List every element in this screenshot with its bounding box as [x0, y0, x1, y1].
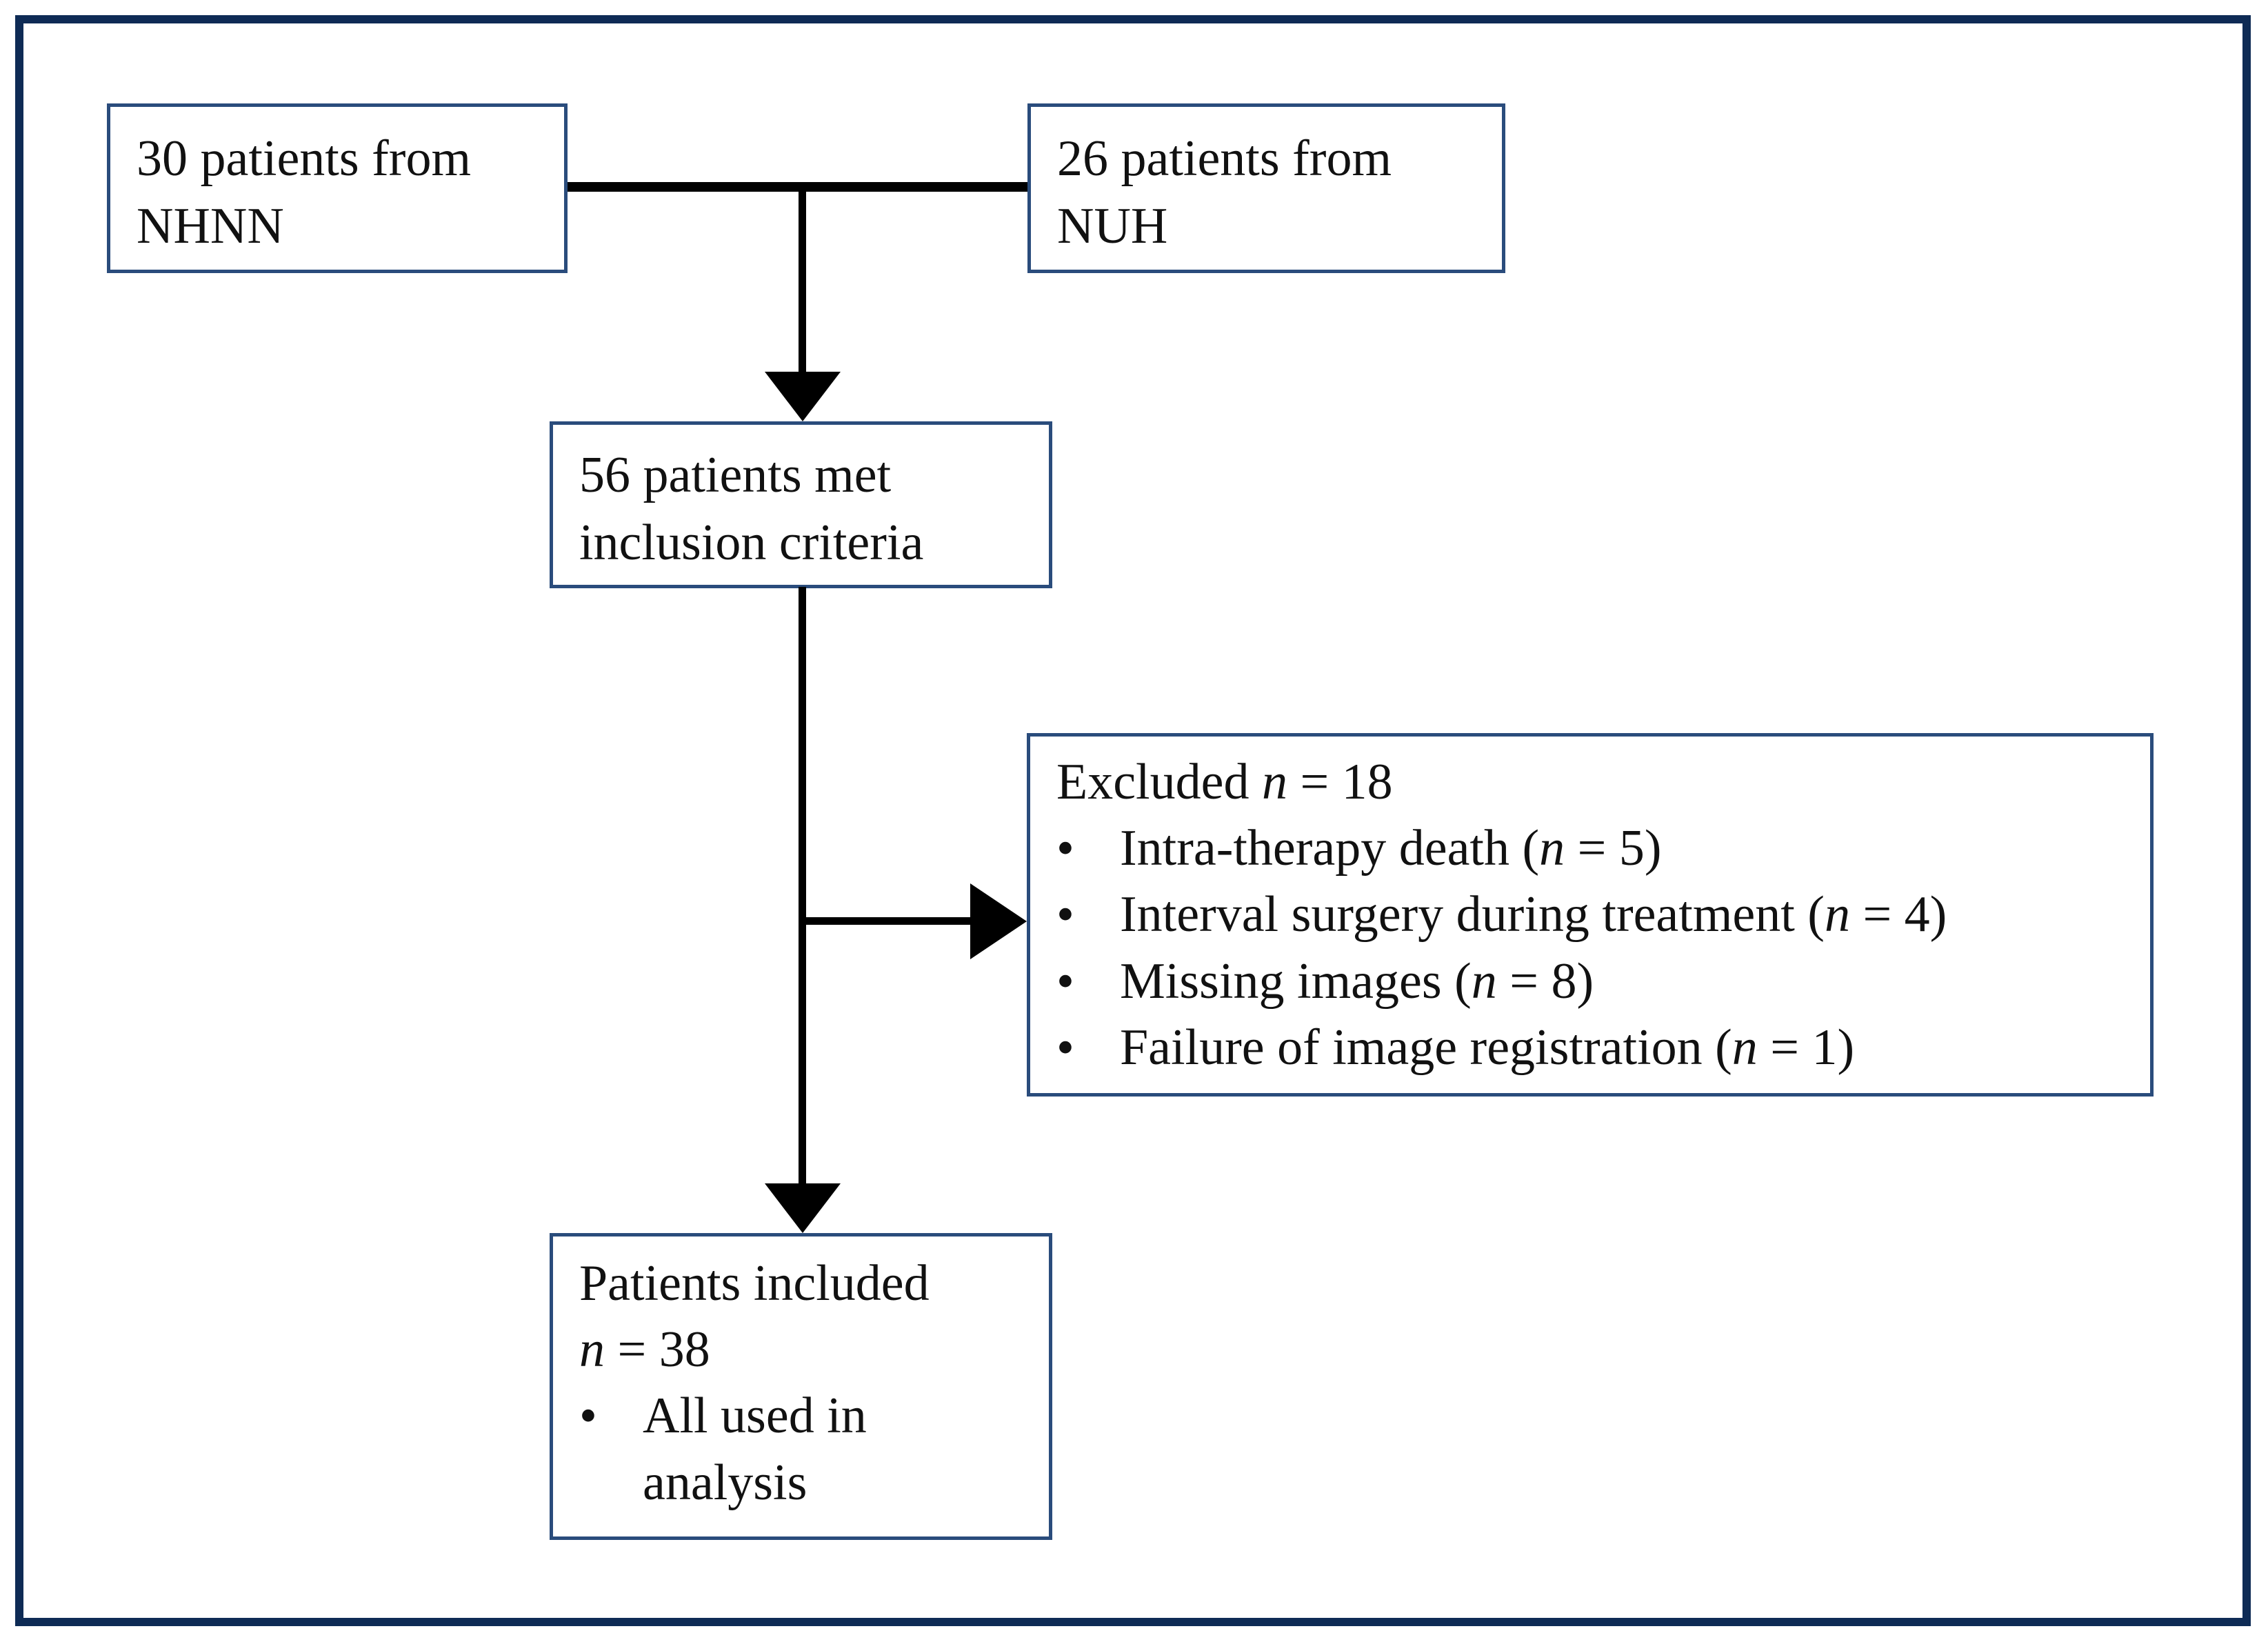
- connector-to-inclusion-vertical-line: [799, 182, 806, 376]
- bullet-icon: •: [579, 1388, 597, 1445]
- bullet-icon: •: [1056, 886, 1074, 943]
- down-arrowhead-to-inclusion: [765, 372, 841, 421]
- excluded-title-n-variable: n: [1261, 754, 1287, 810]
- flow-box-inclusion-label: 56 patients met inclusion criteria: [579, 447, 924, 572]
- included-item-text: All used in analysis: [643, 1388, 867, 1511]
- excluded-item-text: Intra-therapy death (n = 5): [1120, 820, 1662, 877]
- excluded-item-row: • Failure of image registration (n = 1): [1056, 1014, 2124, 1081]
- connector-to-excluded-horizontal-line: [802, 917, 974, 925]
- excluded-item-n-variable: n: [1824, 886, 1850, 943]
- excluded-item-n-variable: n: [1471, 952, 1497, 1010]
- excluded-item-text: Missing images (n = 8): [1120, 952, 1594, 1010]
- excluded-title: Excluded n = 18: [1056, 749, 2124, 815]
- flow-box-nuh-label: 26 patients from NUH: [1057, 130, 1392, 255]
- down-arrowhead-to-included: [765, 1183, 841, 1233]
- excluded-item-row: • Interval surgery during treatment (n =…: [1056, 881, 2124, 948]
- flow-box-nhnn-label: 30 patients from NHNN: [137, 130, 472, 255]
- flow-box-inclusion-criteria: 56 patients met inclusion criteria: [550, 421, 1052, 588]
- excluded-item-n-variable: n: [1539, 820, 1565, 877]
- excluded-item-text: Failure of image registration (n = 1): [1120, 1019, 1855, 1076]
- flow-box-nhnn: 30 patients from NHNN: [107, 103, 568, 273]
- included-n-variable: n: [579, 1321, 605, 1379]
- excluded-item-row: • Missing images (n = 8): [1056, 948, 2124, 1014]
- connector-to-included-vertical-line: [799, 587, 806, 1186]
- excluded-title-suffix: = 18: [1287, 754, 1393, 810]
- flow-box-nuh: 26 patients from NUH: [1027, 103, 1505, 273]
- included-title-line2: n = 38: [579, 1321, 710, 1379]
- right-arrowhead-to-excluded: [970, 883, 1027, 959]
- bullet-icon: •: [1056, 1019, 1074, 1076]
- bullet-icon: •: [1056, 820, 1074, 877]
- included-title-line1: Patients included: [579, 1255, 930, 1312]
- bullet-icon: •: [1056, 952, 1074, 1010]
- flow-box-included: Patients included n = 38 • All used in a…: [550, 1233, 1052, 1540]
- excluded-item-n-variable: n: [1732, 1019, 1758, 1076]
- flow-box-excluded: Excluded n = 18 • Intra-therapy death (n…: [1027, 733, 2154, 1097]
- included-item-row: • All used in analysis: [579, 1383, 1023, 1515]
- excluded-title-prefix: Excluded: [1056, 754, 1262, 810]
- connector-sources-horizontal-line: [568, 182, 1027, 192]
- excluded-item-row: • Intra-therapy death (n = 5): [1056, 815, 2124, 881]
- excluded-item-text: Interval surgery during treatment (n = 4…: [1120, 886, 1947, 943]
